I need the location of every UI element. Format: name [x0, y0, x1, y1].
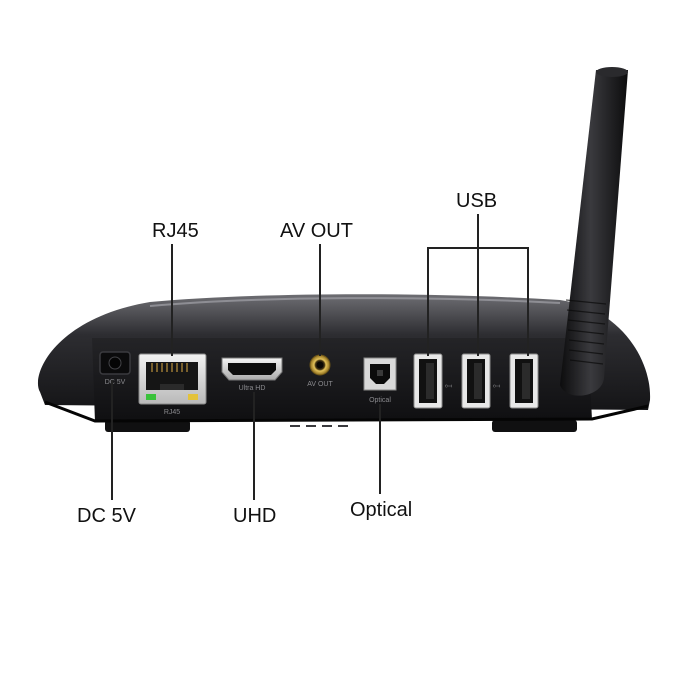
- antenna-tip: [596, 67, 628, 77]
- lan-led-amber: [188, 394, 198, 400]
- callout-uhd: UHD: [233, 505, 277, 527]
- hdmi-port-label: Ultra HD: [239, 385, 266, 392]
- antenna: [560, 70, 628, 396]
- callout-av-out: AV OUT: [280, 220, 353, 242]
- right-foot: [492, 420, 577, 432]
- callout-optical: Optical: [350, 499, 413, 521]
- dc-port-label: DC 5V: [105, 379, 126, 386]
- usb-symbol-icon: ⟟: [492, 384, 503, 388]
- box-bottom-edge: [44, 400, 649, 423]
- optical-port: [363, 357, 397, 391]
- usb-symbol-icon: ⟟: [444, 384, 455, 388]
- optical-port-label: Optical: [369, 397, 391, 404]
- av-port-label: AV OUT: [307, 381, 333, 388]
- av-port-hole: [316, 361, 324, 369]
- rj45-port: [138, 353, 207, 405]
- lan-led-green: [146, 394, 156, 400]
- antenna-ribs: [565, 299, 607, 365]
- callout-dc-5v: DC 5V: [77, 505, 136, 527]
- left-foot: [105, 420, 190, 432]
- hdmi-port: [221, 357, 283, 381]
- usb-port-2: [461, 353, 491, 409]
- dc-port: [99, 351, 131, 375]
- leader-lines: [111, 214, 529, 500]
- callout-rj45: RJ45: [152, 220, 199, 242]
- usb-port-3: [509, 353, 539, 409]
- callout-usb: USB: [456, 190, 498, 212]
- usb-port-1: [413, 353, 443, 409]
- box-top-highlight: [149, 297, 561, 307]
- rj45-port-label: RJ45: [164, 409, 180, 416]
